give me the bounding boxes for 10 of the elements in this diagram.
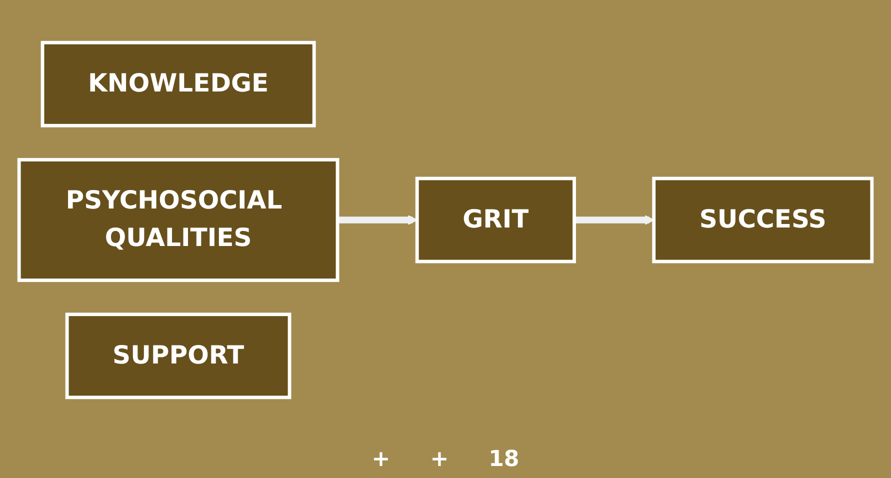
node-box: KNOWLEDGE [40,40,316,128]
label-text: + [372,447,390,472]
arrow [338,215,418,225]
label-text: 18 [488,447,520,472]
node-box: SUPPORT [65,312,292,400]
node-box: GRIT [415,176,576,264]
label-text: + [430,447,449,472]
node-box: PSYCHOSOCIAL QUALITIES [17,158,340,282]
arrow [574,215,654,225]
node-box: SUCCESS [652,176,874,264]
